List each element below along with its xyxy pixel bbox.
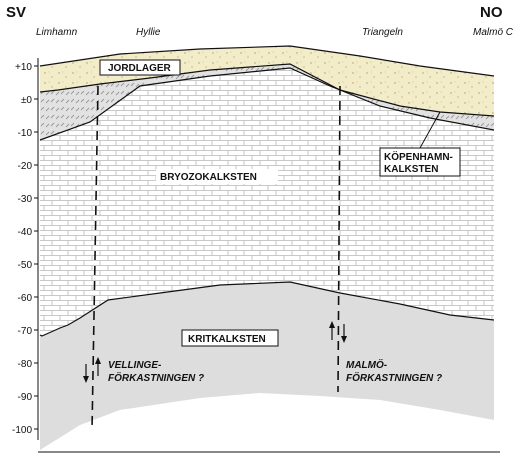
place-limhamn: Limhamn [36, 27, 78, 38]
place-triangeln: Triangeln [362, 27, 403, 38]
kopenhamn-label-box [379, 147, 461, 177]
direction-southwest: SV [6, 4, 26, 21]
kritkalksten-label: KRITKALKSTEN [188, 334, 266, 345]
malmo-fault-line [337, 85, 341, 393]
depth-tick-label: -20 [18, 161, 33, 172]
place-hyllie: Hyllie [136, 27, 161, 38]
kritkalksten-layer [40, 282, 494, 450]
soil-base-line [39, 63, 495, 117]
depth-tick-label: -40 [18, 227, 33, 238]
depth-tick-label: -10 [18, 128, 33, 139]
kopenhamn-label-line2: KALKSTEN [384, 164, 438, 175]
jordlager-label-box [99, 59, 181, 76]
malmo-fault-label-line2: FÖRKASTNINGEN ? [346, 371, 442, 384]
bryozokalksten-label: BRYOZOKALKSTEN [160, 172, 257, 183]
depth-tick-label: -50 [18, 260, 33, 271]
kopenhamn-label-line1: KÖPENHAMN- [384, 150, 453, 163]
bryozokalksten-label-box [156, 169, 278, 184]
surface-line [39, 45, 495, 77]
place-malmo-c: Malmö C [473, 27, 514, 38]
vellinge-fault-line [91, 85, 99, 431]
vellinge-fault-arrows-icon [83, 357, 101, 383]
depth-tick-label: -90 [18, 392, 33, 403]
depth-tick-label: -30 [18, 194, 33, 205]
malmo-fault-label-line1: MALMÖ- [346, 358, 388, 371]
depth-tick-label: -60 [18, 293, 33, 304]
kopenhamn-leader-line [419, 111, 441, 149]
depth-tick-label: -100 [12, 425, 32, 436]
bryozokalksten-layer [40, 68, 494, 336]
kopenhamn-base-line [39, 67, 495, 141]
kritkalksten-label-box [181, 329, 279, 347]
vellinge-fault-label-line1: VELLINGE- [108, 360, 162, 371]
depth-tick-label: -80 [18, 359, 33, 370]
chalk-top-line [39, 281, 495, 337]
direction-northeast: NO [480, 4, 503, 21]
vellinge-fault-label-line2: FÖRKASTNINGEN ? [108, 371, 204, 384]
kopenhamnskalksten-layer [40, 64, 494, 140]
depth-tick-label: ±0 [21, 95, 32, 106]
depth-axis-labels: +10 ±0 -10 -20 -30 -40 -50 -60 -70 -80 -… [12, 62, 32, 436]
depth-axis-ticks [34, 65, 38, 430]
jordlager-label: JORDLAGER [108, 63, 172, 74]
depth-tick-label: -70 [18, 326, 33, 337]
malmo-fault-arrows-icon [329, 321, 347, 343]
depth-tick-label: +10 [15, 62, 32, 73]
